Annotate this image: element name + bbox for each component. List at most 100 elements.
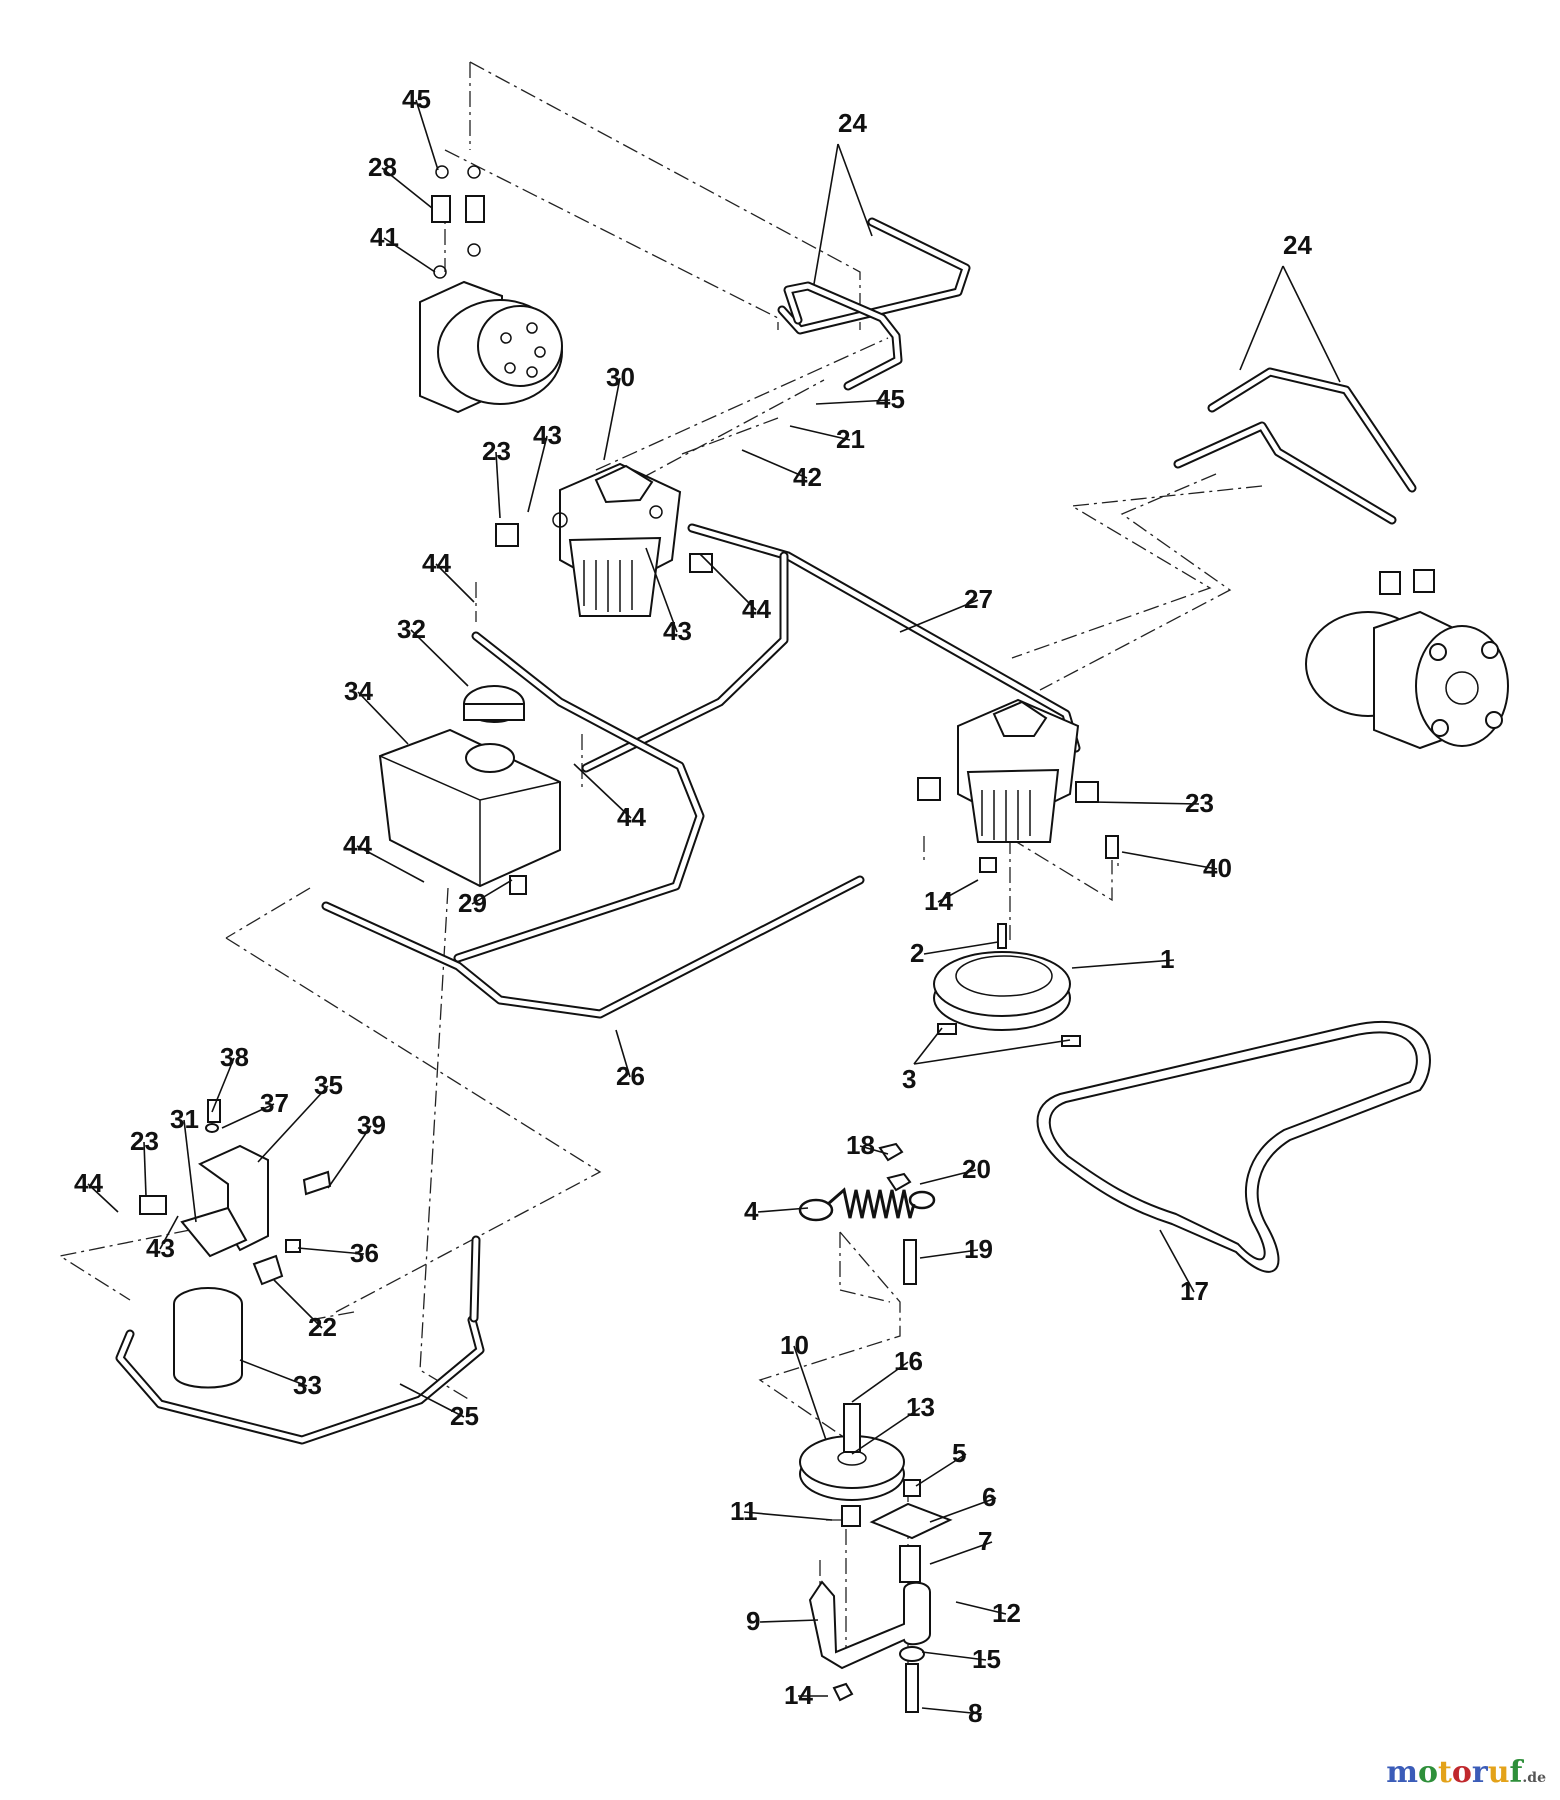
- callout-leader: [837, 143, 873, 237]
- brand-letter: f: [1509, 1755, 1523, 1790]
- callout-30: 30: [606, 362, 635, 392]
- callout-leader: [471, 879, 513, 905]
- callout-1: 1: [1160, 944, 1174, 974]
- callout-leader: [603, 377, 621, 461]
- callout-leader: [356, 845, 425, 883]
- callout-22: 22: [308, 1312, 337, 1342]
- hydraulic-pump-lower: [917, 698, 1119, 873]
- callout-18: 18: [846, 1130, 875, 1160]
- callout-leader: [929, 1497, 997, 1523]
- callout-35: 35: [314, 1070, 343, 1100]
- callout-4: 4: [744, 1196, 759, 1226]
- callout-leader: [851, 1407, 921, 1455]
- callout-23: 23: [130, 1126, 159, 1156]
- callout-41: 41: [370, 222, 399, 252]
- callout-leader: [159, 1215, 179, 1250]
- callout-14: 14: [784, 1680, 813, 1710]
- filter-assembly: [139, 1099, 332, 1389]
- callout-leader: [573, 763, 632, 819]
- callout-leader: [221, 1103, 275, 1129]
- callout-3: 3: [902, 1064, 916, 1094]
- callout-leader: [913, 1027, 943, 1065]
- callout-7: 7: [978, 1526, 992, 1556]
- callout-leader: [789, 425, 851, 441]
- callout-9: 9: [746, 1606, 760, 1636]
- callout-leader: [741, 449, 808, 479]
- callout-leader: [1239, 265, 1284, 371]
- callout-40: 40: [1203, 853, 1232, 883]
- callout-leader: [757, 1207, 809, 1213]
- callout-leader: [615, 1029, 631, 1078]
- callout-23: 23: [1185, 788, 1214, 818]
- callout-27: 27: [964, 584, 993, 614]
- callout-20: 20: [962, 1154, 991, 1184]
- brand-letter: o: [1451, 1755, 1472, 1790]
- callout-23: 23: [482, 436, 511, 466]
- callout-leader: [1159, 1229, 1195, 1293]
- callout-leader: [383, 237, 436, 273]
- callout-leader: [859, 1145, 889, 1155]
- brand-letter: r: [1471, 1755, 1488, 1790]
- callout-leader: [1121, 851, 1218, 870]
- brand-letter: t: [1438, 1755, 1452, 1790]
- callout-15: 15: [972, 1644, 1001, 1674]
- callout-leader: [743, 1511, 833, 1521]
- wheel-motor-right: [1305, 569, 1509, 750]
- callout-44: 44: [74, 1168, 103, 1198]
- callout-16: 16: [894, 1346, 923, 1376]
- callout-leader: [645, 547, 678, 633]
- callout-leader: [919, 1249, 979, 1259]
- wheel-motor-left: [419, 165, 563, 414]
- callout-leader: [435, 563, 475, 603]
- brand-letter: o: [1418, 1755, 1439, 1790]
- callout-leader: [793, 1345, 827, 1441]
- callout-44: 44: [422, 548, 451, 578]
- callout-leader: [183, 1119, 197, 1223]
- callout-leader: [527, 435, 548, 513]
- callout-leader: [919, 1169, 977, 1185]
- callout-leader: [239, 1359, 308, 1387]
- callout-leader: [851, 1361, 909, 1403]
- callout-leader: [495, 451, 501, 519]
- callout-34: 34: [344, 676, 373, 706]
- callout-leader: [143, 1141, 147, 1197]
- oil-reservoir: [378, 685, 561, 895]
- callout-leader: [929, 1541, 993, 1565]
- callout-43: 43: [146, 1233, 175, 1263]
- brand-logo: motoruf.de: [1386, 1755, 1546, 1790]
- callout-leader: [921, 1651, 987, 1661]
- brand-suffix: .de: [1522, 1770, 1546, 1786]
- callout-leader: [921, 1707, 983, 1715]
- callout-44: 44: [742, 594, 771, 624]
- callout-leader: [415, 99, 439, 171]
- callout-44: 44: [343, 830, 372, 860]
- callout-8: 8: [968, 1698, 982, 1728]
- callout-37: 37: [260, 1088, 289, 1118]
- drive-belt: [1036, 1020, 1431, 1273]
- callout-leader: [327, 1125, 372, 1189]
- callout-leader: [815, 399, 891, 405]
- idler-assembly: [798, 1142, 953, 1713]
- callout-2: 2: [910, 938, 924, 968]
- callout-11: 11: [730, 1496, 758, 1526]
- callout-leader: [937, 879, 979, 903]
- callout-leader: [399, 1383, 465, 1418]
- callout-17: 17: [1180, 1276, 1209, 1306]
- callout-leader: [257, 1085, 329, 1163]
- callout-leader: [1282, 265, 1341, 383]
- callout-leader: [87, 1183, 119, 1213]
- callout-14: 14: [924, 886, 953, 916]
- callout-25: 25: [450, 1401, 479, 1431]
- callout-38: 38: [220, 1042, 249, 1072]
- hydraulic-pump-upper: [495, 462, 713, 617]
- callout-leader: [1071, 959, 1175, 969]
- callout-43: 43: [663, 616, 692, 646]
- callout-32: 32: [397, 614, 426, 644]
- callout-45: 45: [876, 384, 905, 414]
- pulley-large: [933, 923, 1081, 1047]
- callout-leader: [813, 143, 839, 285]
- callout-21: 21: [836, 424, 865, 454]
- callout-44: 44: [617, 802, 646, 832]
